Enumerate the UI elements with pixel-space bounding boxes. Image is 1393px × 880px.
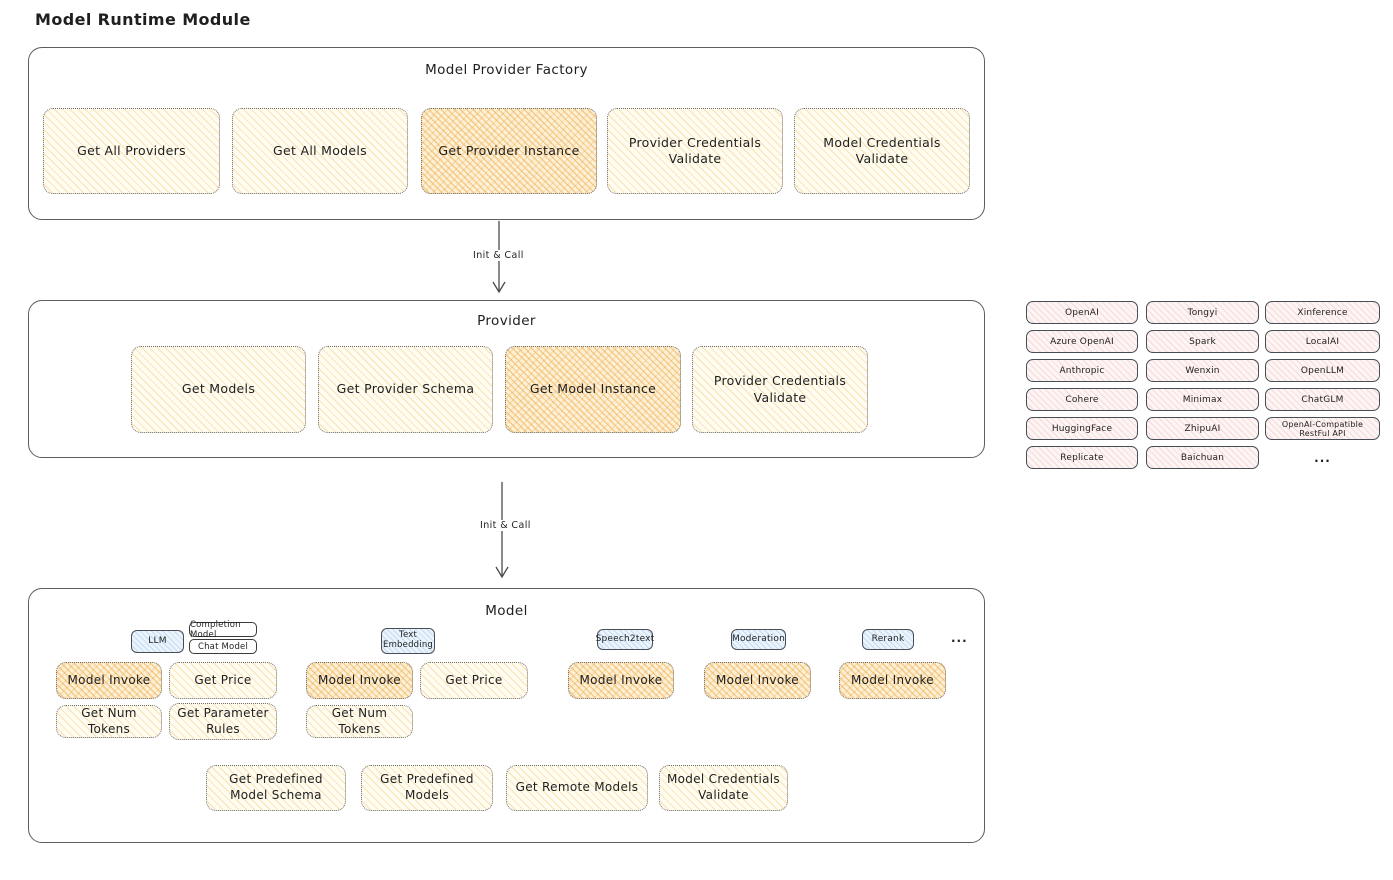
provider-chip: OpenAI-Compatible RestFul API [1265, 417, 1380, 440]
provider-chip: Tongyi [1146, 301, 1259, 324]
tab-speech2text: Speech2text [596, 629, 654, 650]
tab-rerank: Rerank [862, 629, 914, 650]
get-models-node: Get Models [131, 346, 306, 433]
init-call-label-1: Init & Call [469, 250, 528, 261]
llm-model-invoke-node: Model Invoke [56, 662, 162, 699]
tab-chat-model: Chat Model [189, 639, 257, 654]
model-panel-title: Model [485, 603, 528, 619]
provider-chip: HuggingFace [1026, 417, 1138, 440]
llm-get-parameter-rules-node: Get Parameter Rules [169, 703, 277, 740]
moderation-model-invoke-node: Model Invoke [704, 662, 811, 699]
get-provider-schema-node: Get Provider Schema [318, 346, 493, 433]
provider-panel: Provider Get Models Get Provider Schema … [28, 300, 985, 458]
tab-completion-model: Completion Model [189, 620, 257, 640]
provider-credentials-validate-node: Provider Credentials Validate [607, 108, 783, 194]
provider-chip: OpenLLM [1265, 359, 1380, 382]
model-credentials-validate-node-2: Model Credentials Validate [659, 765, 788, 811]
tab-llm: LLM [131, 630, 184, 653]
provider-chip: Replicate [1026, 446, 1138, 469]
get-predefined-models-node: Get Predefined Models [361, 765, 493, 811]
tabs-ellipsis: ... [951, 631, 968, 645]
get-remote-models-node: Get Remote Models [506, 765, 648, 811]
provider-chip: OpenAI [1026, 301, 1138, 324]
provider-chip: Cohere [1026, 388, 1138, 411]
embedding-get-num-tokens-node: Get Num Tokens [306, 705, 413, 738]
rerank-model-invoke-node: Model Invoke [839, 662, 946, 699]
llm-get-num-tokens-node: Get Num Tokens [56, 705, 162, 738]
provider-chip: Azure OpenAI [1026, 330, 1138, 353]
llm-get-price-node: Get Price [169, 662, 277, 699]
provider-chip: Xinference [1265, 301, 1380, 324]
embedding-model-invoke-node: Model Invoke [306, 662, 413, 699]
provider-list: OpenAI Azure OpenAI Anthropic Cohere Hug… [1026, 301, 1382, 471]
tab-text-embedding: Text Embedding [381, 628, 435, 654]
factory-panel-title: Model Provider Factory [425, 62, 588, 78]
provider-list-ellipsis: ... [1314, 450, 1331, 465]
get-all-models-node: Get All Models [232, 108, 408, 194]
get-model-instance-node: Get Model Instance [505, 346, 681, 433]
model-credentials-validate-node: Model Credentials Validate [794, 108, 970, 194]
model-panel: Model LLM Completion Model Chat Model Te… [28, 588, 985, 843]
get-all-providers-node: Get All Providers [43, 108, 220, 194]
get-predefined-model-schema-node: Get Predefined Model Schema [206, 765, 346, 811]
init-call-label-2: Init & Call [476, 520, 535, 531]
provider-chip: ZhipuAI [1146, 417, 1259, 440]
init-call-arrow-2 [495, 482, 509, 579]
tab-moderation: Moderation [731, 629, 786, 650]
page-title: Model Runtime Module [35, 10, 251, 29]
embedding-get-price-node: Get Price [420, 662, 528, 699]
provider-chip: Anthropic [1026, 359, 1138, 382]
factory-panel: Model Provider Factory Get All Providers… [28, 47, 985, 220]
speech2text-model-invoke-node: Model Invoke [568, 662, 674, 699]
provider-credentials-validate-node-2: Provider Credentials Validate [692, 346, 868, 433]
provider-panel-title: Provider [477, 313, 536, 329]
provider-chip: Minimax [1146, 388, 1259, 411]
provider-chip: ChatGLM [1265, 388, 1380, 411]
provider-chip: Baichuan [1146, 446, 1259, 469]
get-provider-instance-node: Get Provider Instance [421, 108, 597, 194]
provider-chip: Wenxin [1146, 359, 1259, 382]
provider-chip: Spark [1146, 330, 1259, 353]
provider-chip: LocalAI [1265, 330, 1380, 353]
